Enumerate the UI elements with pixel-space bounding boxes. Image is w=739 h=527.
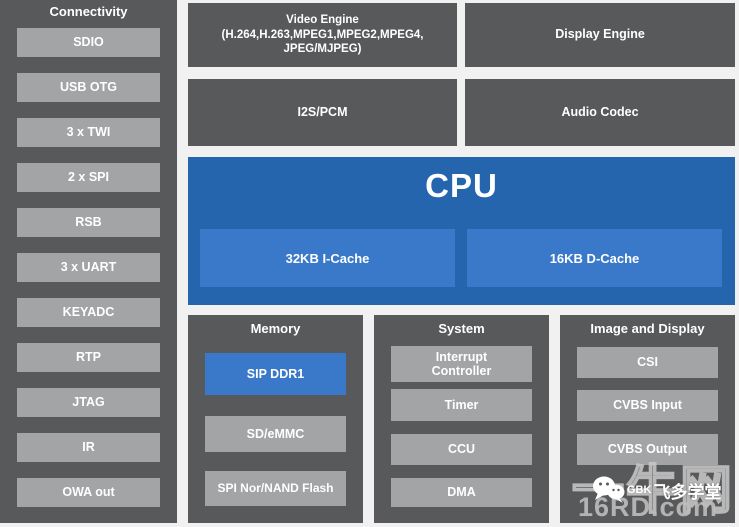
image-display-panel-title: Image and Display (590, 321, 705, 336)
system-panel-title: System (438, 321, 485, 336)
image-display-item: CVBS Output (577, 434, 718, 465)
connectivity-item: IR (17, 433, 160, 462)
connectivity-panel-title: Connectivity (49, 4, 128, 19)
system-item: CCU (391, 434, 532, 465)
system-item: DMA (391, 478, 532, 507)
audio-codec-block: Audio Codec (465, 79, 735, 146)
display-engine-block: Display Engine (465, 3, 735, 67)
cpu-title: CPU (425, 167, 498, 204)
audio-codec-label: Audio Codec (561, 104, 639, 119)
image-display-item: CSI (577, 347, 718, 378)
video-engine-label: Video Engine (286, 14, 359, 27)
system-item: Timer (391, 389, 532, 421)
connectivity-item: KEYADC (17, 298, 160, 327)
connectivity-item: 2 x SPI (17, 163, 160, 192)
image-display-item: CVBS Input (577, 390, 718, 421)
connectivity-item: RSB (17, 208, 160, 237)
connectivity-item: OWA out (17, 478, 160, 507)
connectivity-item: RTP (17, 343, 160, 372)
memory-item: SPI Nor/NAND Flash (205, 471, 346, 506)
i2s-pcm-label: I2S/PCM (297, 104, 348, 119)
video-engine-block: Video Engine (H.264,H.263,MPEG1,MPEG2,MP… (188, 3, 457, 67)
connectivity-item: USB OTG (17, 73, 160, 102)
memory-item: SD/eMMC (205, 416, 346, 452)
memory-item: SIP DDR1 (205, 353, 346, 395)
cpu-block: CPU 32KB I-Cache 16KB D-Cache (188, 157, 735, 305)
icache-block: 32KB I-Cache (200, 229, 455, 287)
connectivity-item: SDIO (17, 28, 160, 57)
connectivity-item: 3 x UART (17, 253, 160, 282)
connectivity-item: JTAG (17, 388, 160, 417)
display-engine-label: Display Engine (555, 27, 645, 42)
system-item: Interrupt Controller (391, 346, 532, 382)
connectivity-items: SDIO USB OTG 3 x TWI 2 x SPI RSB 3 x UART KEYA… (17, 28, 160, 507)
i2s-pcm-block: I2S/PCM (188, 79, 457, 146)
memory-panel-title: Memory (250, 321, 301, 336)
dcache-block: 16KB D-Cache (467, 229, 722, 287)
connectivity-panel: Connectivity SDIO USB OTG 3 x TWI 2 x SPI RS… (0, 0, 177, 523)
connectivity-item: 3 x TWI (17, 118, 160, 147)
video-engine-codecs: (H.264,H.263,MPEG1,MPEG2,MPEG4, JPEG/MJP… (221, 28, 424, 56)
